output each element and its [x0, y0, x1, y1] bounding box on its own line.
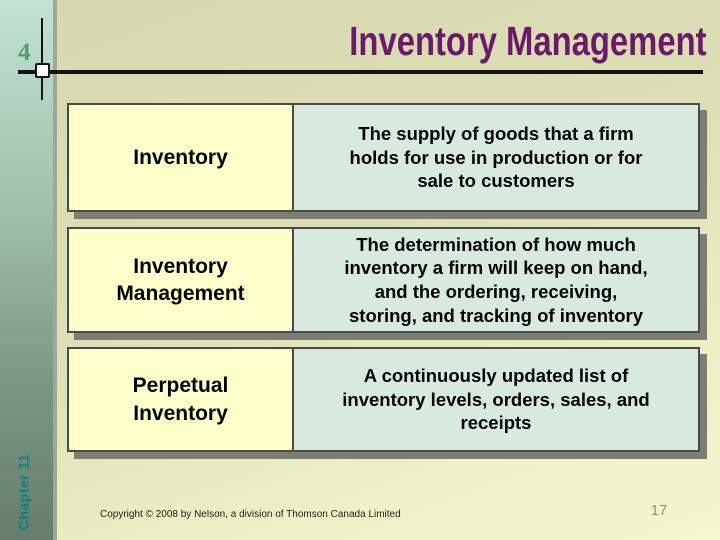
definition-cell: A continuously updated list of inventory…: [294, 349, 698, 450]
slide-sequence-number: 4: [18, 39, 31, 66]
table-row: Inventory Management The determination o…: [67, 227, 700, 333]
anchor-handle-icon: [35, 63, 50, 78]
chapter-label: Chapter 11: [15, 453, 31, 531]
table-row: Inventory The supply of goods that a fir…: [67, 103, 700, 212]
definition-cell: The determination of how much inventory …: [294, 229, 698, 331]
term-cell: Inventory Management: [69, 229, 294, 331]
table-row: Perpetual Inventory A continuously updat…: [67, 347, 700, 452]
copyright-footer: Copyright © 2008 by Nelson, a division o…: [100, 509, 401, 520]
sidebar-band: [0, 0, 53, 540]
title-underline: [18, 70, 703, 74]
page-number: 17: [650, 502, 668, 519]
page-title: Inventory Management: [349, 18, 707, 64]
ornament-vertical-line: [41, 18, 43, 100]
term-cell: Perpetual Inventory: [69, 349, 294, 450]
chapter-label-container: Chapter 11: [2, 448, 44, 536]
definition-cell: The supply of goods that a firm holds fo…: [294, 105, 698, 210]
term-cell: Inventory: [69, 105, 294, 210]
sidebar-edge-divider: [53, 0, 57, 540]
